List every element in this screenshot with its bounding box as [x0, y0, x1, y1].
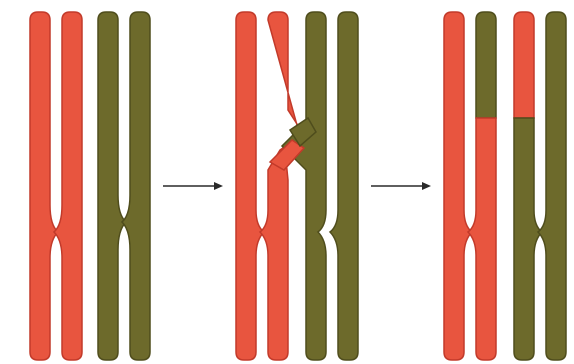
recombinant-chromatid-left — [468, 12, 496, 360]
olive-chromosome — [98, 12, 150, 360]
right-arrow-icon — [163, 182, 223, 190]
olive-chromatid-left — [98, 12, 126, 360]
olive-chromatid-right — [122, 12, 150, 360]
olive-chromatid-outer — [330, 12, 358, 360]
red-chromatid-left — [30, 12, 58, 360]
red-chromatid-right — [54, 12, 82, 360]
recombined-left-outer — [444, 12, 472, 360]
recombined-right-outer — [538, 12, 566, 360]
recombinant-left-red-part — [468, 118, 496, 360]
recombinant-right-olive-part — [514, 118, 542, 360]
stage-crossing-over — [236, 12, 358, 360]
red-chromatid-outer — [236, 12, 264, 360]
stage-after — [444, 12, 566, 360]
right-arrow-icon — [371, 182, 431, 190]
red-chromosome — [30, 12, 82, 360]
recombinant-right-red-part — [514, 12, 534, 118]
stage-before — [30, 12, 150, 360]
recombinant-left-olive-part — [476, 12, 496, 118]
red-chromatid-crossing — [260, 12, 306, 360]
recombinant-chromatid-right — [514, 12, 542, 360]
